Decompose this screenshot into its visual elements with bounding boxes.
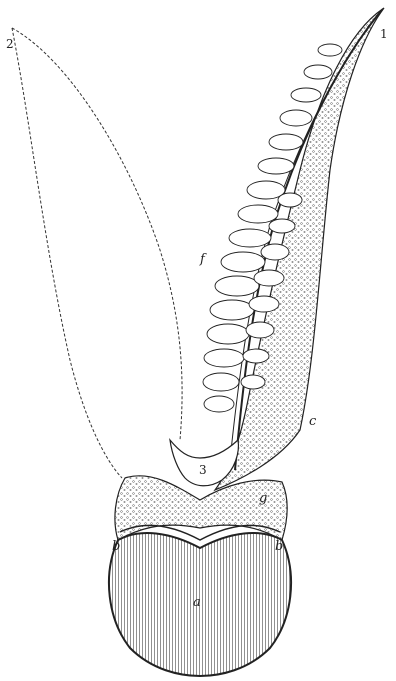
label-g: g — [259, 492, 267, 505]
label-2: 2 — [6, 38, 14, 50]
label-3: 3 — [199, 464, 207, 476]
label-b-left: b — [112, 540, 120, 553]
label-c: c — [309, 415, 316, 428]
dashed-outline-2 — [12, 28, 182, 440]
label-a: a — [193, 596, 201, 609]
label-1: 1 — [380, 28, 388, 40]
label-b-right: b — [275, 540, 283, 553]
label-f: f — [200, 253, 205, 266]
dashed-outline-2-inner — [12, 28, 122, 478]
